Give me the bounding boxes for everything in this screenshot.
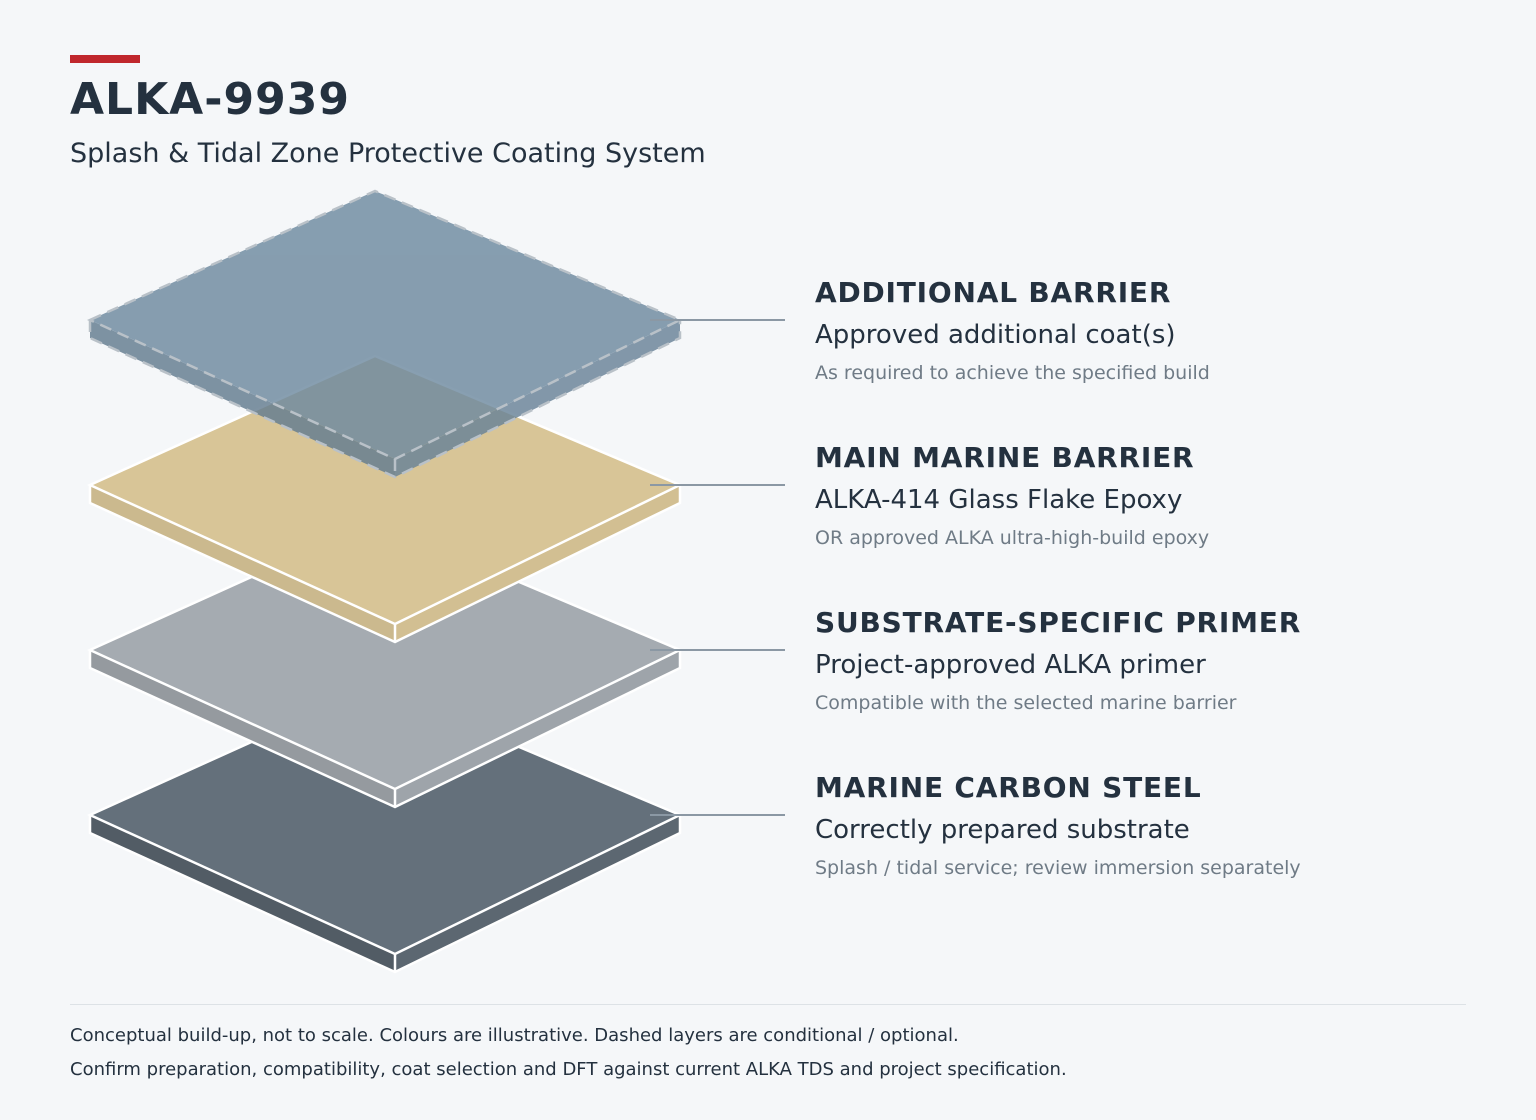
layer-primer-side-left xyxy=(90,650,395,807)
page-subtitle: Splash & Tidal Zone Protective Coating S… xyxy=(70,138,706,169)
footnote-disclaimer: Conceptual build-up, not to scale. Colou… xyxy=(70,1025,959,1046)
layer-additional-barrier-top xyxy=(90,191,680,459)
layer-product: Project-approved ALKA primer xyxy=(815,650,1206,680)
layer-label-steel: MARINE CARBON STEEL Correctly prepared s… xyxy=(815,771,1495,880)
layer-product: ALKA-414 Glass Flake Epoxy xyxy=(815,485,1183,515)
layer-label-additional-barrier: ADDITIONAL BARRIER Approved additional c… xyxy=(815,276,1495,385)
layer-stack-diagram xyxy=(86,189,785,974)
layer-main-barrier-side-right xyxy=(395,485,680,642)
layer-additional-barrier-side-left xyxy=(90,320,395,477)
layer-label-main-barrier: MAIN MARINE BARRIER ALKA-414 Glass Flake… xyxy=(815,441,1495,550)
layer-main-barrier-side-left xyxy=(90,485,395,642)
layer-label-primer: SUBSTRATE-SPECIFIC PRIMER Project-approv… xyxy=(815,606,1495,715)
layer-note: As required to achieve the specified bui… xyxy=(815,362,1210,384)
layer-note: Compatible with the selected marine barr… xyxy=(815,692,1237,714)
layer-name: SUBSTRATE-SPECIFIC PRIMER xyxy=(815,606,1302,639)
accent-bar xyxy=(70,55,140,63)
layer-steel-slab xyxy=(86,684,684,974)
layer-name: ADDITIONAL BARRIER xyxy=(815,276,1172,309)
layer-primer-side-right xyxy=(395,650,680,807)
layer-note: OR approved ALKA ultra-high-build epoxy xyxy=(815,527,1210,549)
layer-steel-side-right xyxy=(395,815,680,972)
footer-divider xyxy=(70,1004,1466,1005)
layer-note: Splash / tidal service; review immersion… xyxy=(815,857,1301,879)
layer-name: MARINE CARBON STEEL xyxy=(815,771,1202,804)
layer-primer-slab xyxy=(86,519,684,809)
layer-name: MAIN MARINE BARRIER xyxy=(815,441,1195,474)
layer-additional-barrier-slab xyxy=(90,191,680,477)
layer-additional-barrier-dashed-outline xyxy=(86,189,684,479)
layer-steel-side-left xyxy=(90,815,395,972)
layer-additional-barrier-side-right xyxy=(395,320,680,477)
layer-product: Approved additional coat(s) xyxy=(815,320,1176,350)
page-title: ALKA-9939 xyxy=(70,74,350,125)
footnote-confirmation: Confirm preparation, compatibility, coat… xyxy=(70,1059,1067,1080)
layer-product: Correctly prepared substrate xyxy=(815,815,1190,845)
